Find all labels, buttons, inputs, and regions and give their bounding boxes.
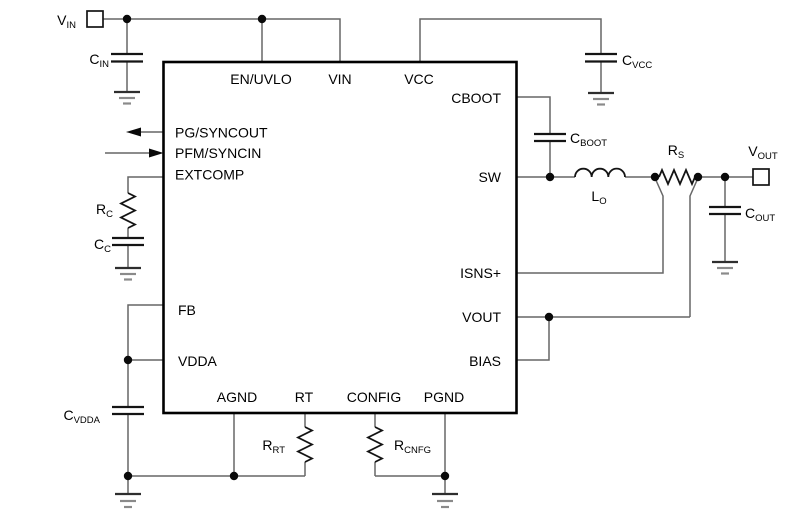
- ground-power: [432, 492, 458, 509]
- pfm-syncin-arrow-icon: [149, 148, 164, 158]
- resistor-rcnfg: [365, 426, 385, 463]
- pin-label-vin: VIN: [328, 71, 351, 87]
- junction-dots: [122, 14, 730, 481]
- capacitor-cc: [112, 236, 144, 247]
- pin-label-sw: SW: [478, 169, 501, 185]
- pin-label-vout: VOUT: [462, 309, 501, 325]
- label-rc: RC: [96, 201, 113, 220]
- wire-isns-sense: [516, 177, 664, 274]
- junction-dot: [122, 14, 132, 24]
- junction-dot: [720, 172, 730, 182]
- capacitor-cin: [111, 52, 143, 63]
- capacitor-cvcc: [585, 52, 617, 63]
- vin-terminal: [86, 10, 104, 28]
- label-vout-terminal: VOUT: [748, 143, 778, 162]
- wire-bias: [516, 317, 550, 361]
- pin-label-pgnd: PGND: [424, 389, 464, 405]
- ground-cout: [712, 260, 738, 275]
- capacitor-cboot: [534, 132, 566, 143]
- ground-cvcc: [588, 91, 614, 106]
- pin-label-bias: BIAS: [469, 353, 501, 369]
- pin-label-agnd: AGND: [217, 389, 257, 405]
- pin-label-rt: RT: [295, 389, 314, 405]
- wire-extcomp: [127, 176, 164, 193]
- ic-pin-labels: EN/UVLO VIN VCC PG/SYNCOUT PFM/SYNCIN EX…: [175, 71, 502, 405]
- junction-dot: [229, 471, 239, 481]
- label-rs: RS: [668, 142, 684, 161]
- pin-label-vcc: VCC: [404, 71, 434, 87]
- capacitor-cout: [709, 205, 741, 216]
- resistor-rrt: [295, 426, 315, 463]
- label-lo: LO: [591, 188, 606, 207]
- junction-dot: [693, 172, 703, 182]
- pin-label-fb: FB: [178, 302, 196, 318]
- capacitor-cvdda: [112, 405, 144, 416]
- wire-cboot-top: [516, 96, 551, 134]
- wires: [103, 18, 753, 494]
- label-rcnfg: RCNFG: [394, 437, 431, 456]
- pin-label-isns: ISNS+: [460, 265, 501, 281]
- ground-analog: [115, 492, 141, 509]
- vout-terminal: [752, 168, 770, 186]
- pin-label-vdda: VDDA: [178, 353, 218, 369]
- junction-dot: [123, 355, 133, 365]
- wire-vdda: [127, 359, 164, 407]
- ground-cc: [115, 266, 141, 281]
- pin-label-config: CONFIG: [347, 389, 401, 405]
- label-cvdda: CVDDA: [63, 407, 100, 426]
- junction-dot: [440, 471, 450, 481]
- pin-label-cboot: CBOOT: [451, 90, 501, 106]
- ground-cin: [114, 90, 140, 105]
- label-cout: COUT: [745, 205, 775, 224]
- pg-syncout-arrow-icon: [126, 127, 141, 137]
- junction-dot: [650, 172, 660, 182]
- junction-dot: [257, 14, 267, 24]
- resistor-rc: [118, 192, 138, 229]
- junction-dot: [545, 172, 555, 182]
- label-cin: CIN: [89, 51, 109, 70]
- wire-vcc-rail: [419, 18, 602, 62]
- component-labels: VIN CIN CVCC CBOOT LO RS VOUT COUT RC CC…: [57, 12, 778, 456]
- wire-fb: [127, 304, 164, 360]
- label-cboot: CBOOT: [570, 130, 607, 149]
- pin-label-pfm-syncin: PFM/SYNCIN: [175, 145, 261, 161]
- label-rrt: RRT: [262, 437, 285, 456]
- resistor-rs: [658, 167, 696, 187]
- label-vin-terminal: VIN: [57, 12, 76, 31]
- ic-body: [162, 60, 518, 415]
- pin-label-en-uvlo: EN/UVLO: [230, 71, 292, 87]
- components: [86, 10, 770, 509]
- junction-dot: [123, 471, 133, 481]
- junction-dot: [544, 312, 554, 322]
- pin-label-extcomp: EXTCOMP: [175, 167, 244, 183]
- label-cc: CC: [94, 236, 111, 255]
- wire-vin-rail: [103, 18, 341, 62]
- inductor-lo: [574, 167, 626, 178]
- wire-vout-sense: [689, 177, 699, 317]
- label-cvcc: CVCC: [622, 52, 652, 71]
- pin-label-pg-syncout: PG/SYNCOUT: [175, 125, 268, 141]
